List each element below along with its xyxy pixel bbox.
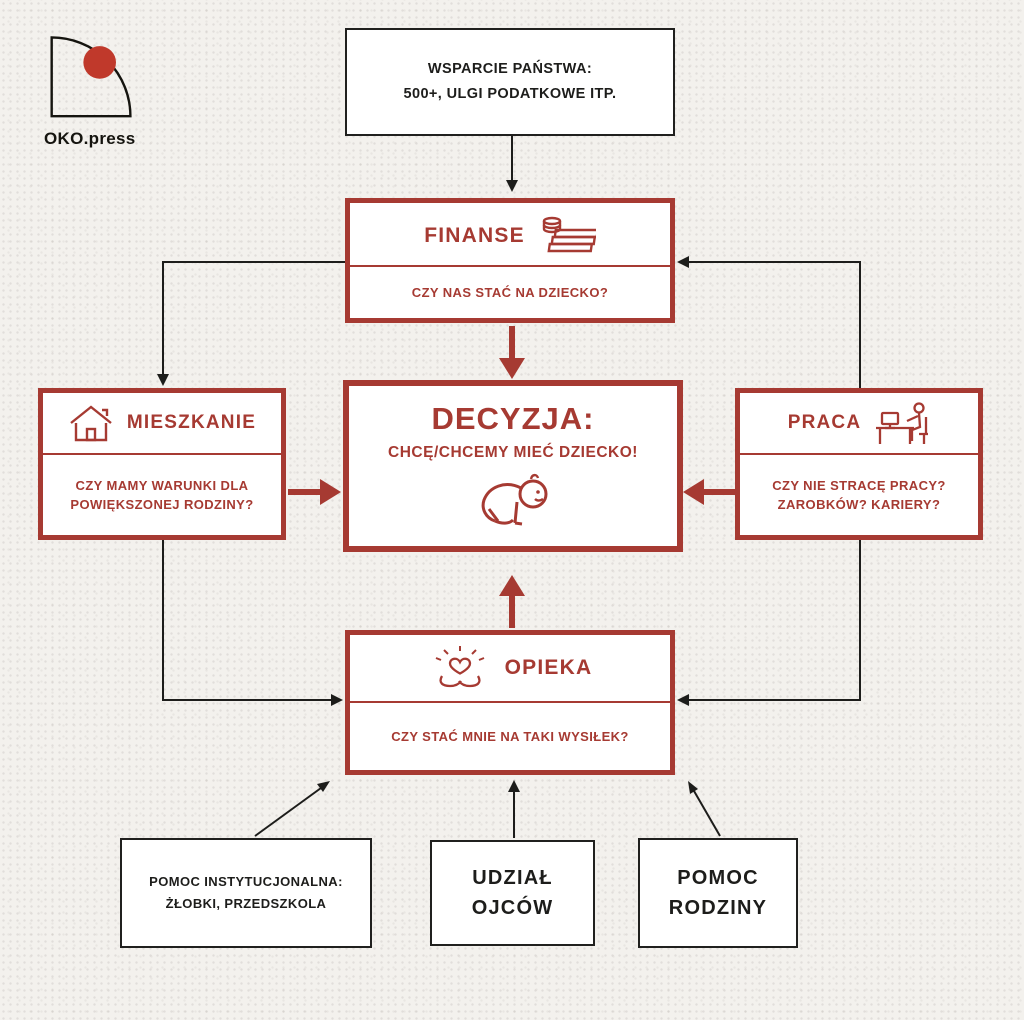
finanse-title: FINANSE [424,224,525,247]
pomoc-inst-text: POMOC INSTYTUCJONALNA: ŻŁOBKI, PRZEDSZKO… [149,873,343,911]
pomoc-rodziny-text: POMOC RODZINY [668,867,768,919]
arrow-praca-to-opieka [689,540,861,701]
node-mieszkanie: MIESZKANIE CZY MAMY WARUNKI DLA POWIĘKSZ… [38,388,286,540]
mieszkanie-question: CZY MAMY WARUNKI DLA POWIĘKSZONEJ RODZIN… [70,477,254,513]
opieka-title: OPIEKA [504,656,593,679]
oko-press-logo: OKO.press [44,22,140,149]
arrow-mieszkanie-to-opieka [162,540,331,701]
node-udzial-ojcow: UDZIAŁ OJCÓW [430,840,595,946]
decyzja-subtitle: CHCĘ/CHCEMY MIEĆ DZIECKO! [388,444,638,461]
opieka-question: CZY STAĆ MNIE NA TAKI WYSIŁEK? [391,728,629,744]
praca-divider [740,453,978,455]
praca-question: CZY NIE STRACĘ PRACY? ZAROBKÓW? KARIERY? [772,477,946,513]
money-stack-icon [542,216,596,253]
udzial-ojcow-text: UDZIAŁ OJCÓW [471,867,554,919]
wsparcie-text: WSPARCIE PAŃSTWA: 500+, ULGI PODATKOWE I… [403,61,617,102]
node-praca: PRACA CZY NIE STRACĘ PRACY? ZAROBKÓW? KA… [735,388,983,540]
finanse-question: CZY NAS STAĆ NA DZIECKO? [411,284,609,300]
finanse-divider [350,265,670,267]
decyzja-title: DECYZJA: [431,401,595,436]
node-pomoc-instytucjonalna: POMOC INSTYTUCJONALNA: ŻŁOBKI, PRZEDSZKO… [120,838,372,948]
house-icon [70,405,112,442]
opieka-divider [350,701,670,703]
praca-title: PRACA [787,412,862,433]
node-decyzja: DECYZJA: CHCĘ/CHCEMY MIEĆ DZIECKO! [343,380,683,552]
arrow-finanse-to-mieszkanie [162,261,345,376]
arrow-pomoc-inst-to-opieka [254,787,322,837]
mieszkanie-title: MIESZKANIE [126,412,257,433]
arrow-rodzina-to-opieka [693,790,721,837]
node-finanse: FINANSE CZY NAS STAĆ NA DZIECKO? [345,198,675,323]
office-worker-icon [876,402,929,444]
node-pomoc-rodziny: POMOC RODZINY [638,838,798,948]
oko-press-logo-mark [50,36,132,118]
mieszkanie-divider [43,453,281,455]
arrow-praca-to-finanse [689,261,861,388]
logo-red-dot [83,46,116,79]
oko-press-wordmark: OKO.press [44,129,136,148]
node-opieka: OPIEKA CZY STAĆ MNIE NA TAKI WYSIŁEK? [345,630,675,775]
crawling-baby-icon [481,473,548,526]
node-wsparcie-panstwa: WSPARCIE PAŃSTWA: 500+, ULGI PODATKOWE I… [345,28,675,136]
caring-hands-heart-icon [435,646,485,688]
